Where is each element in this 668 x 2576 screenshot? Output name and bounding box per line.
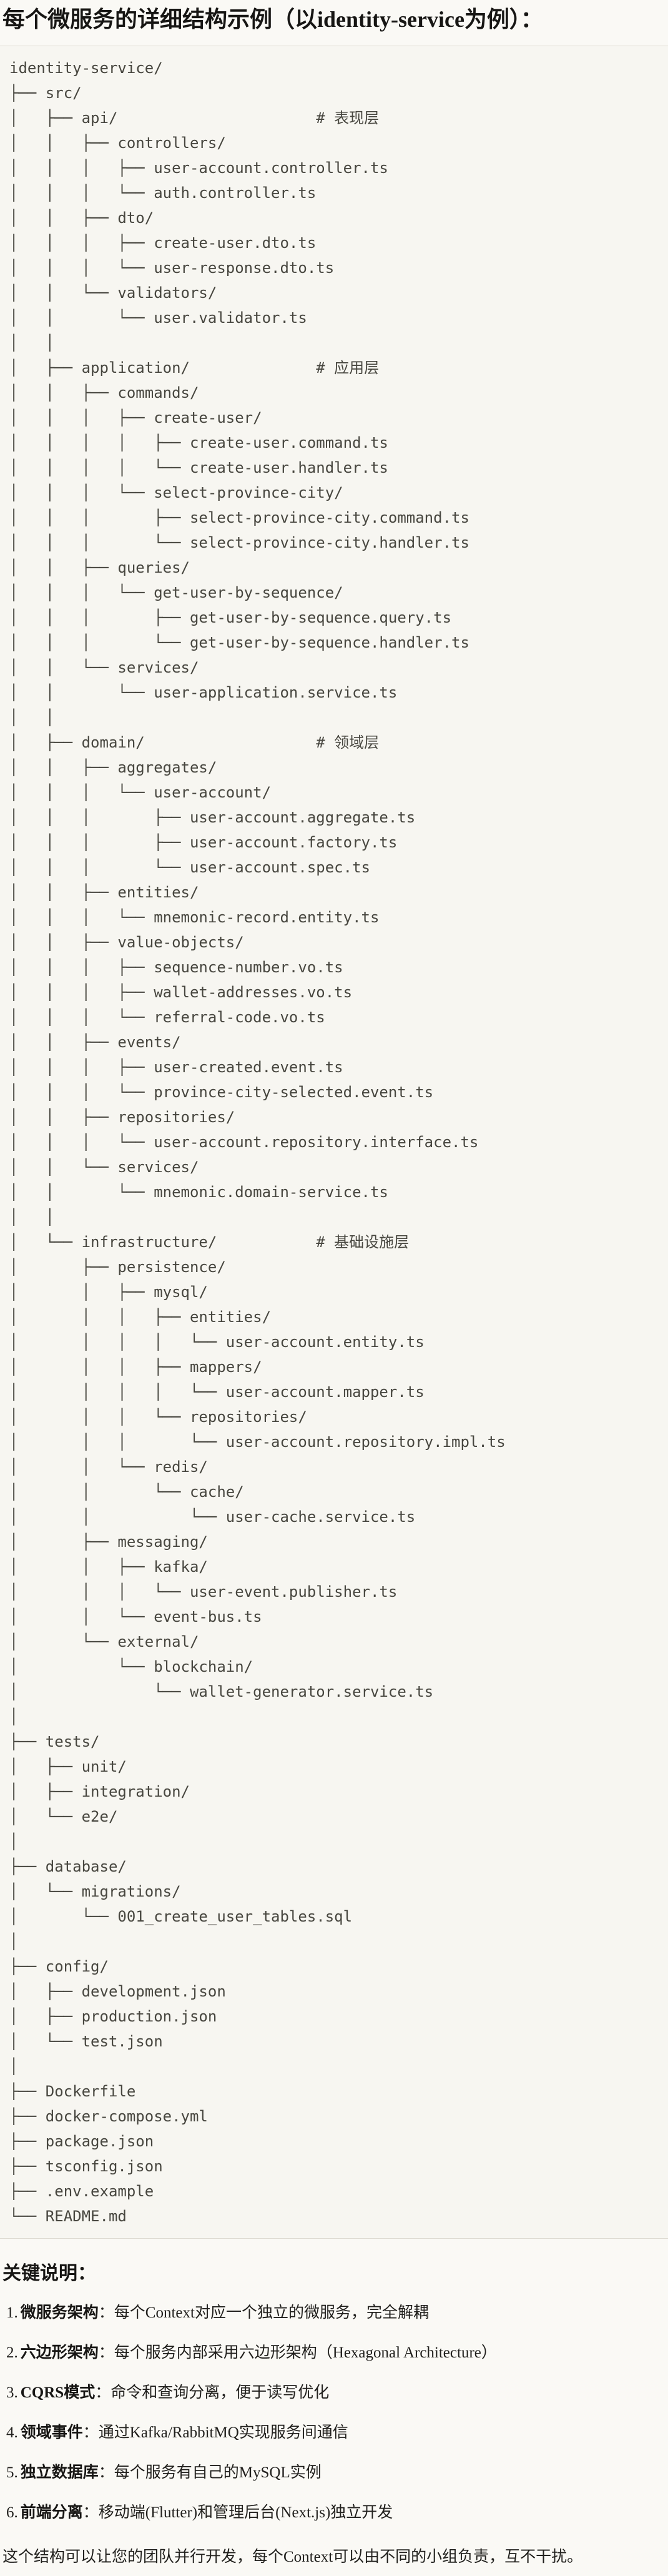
note-number: 5. (6, 2464, 18, 2481)
note-separator: ： (95, 2384, 111, 2401)
note-item-4: 4.领域事件：通过Kafka/RabbitMQ实现服务间通信 (6, 2421, 663, 2444)
note-description: 命令和查询分离，便于读写优化 (111, 2384, 330, 2401)
note-separator: ： (82, 2504, 99, 2521)
directory-tree-code-block: identity-service/ ├── src/ │ ├── api/ # … (0, 45, 668, 2239)
note-description: 每个服务内部采用六边形架构（Hexagonal Architecture） (114, 2344, 497, 2361)
note-description: 通过Kafka/RabbitMQ实现服务间通信 (98, 2424, 348, 2441)
note-separator: ： (98, 2304, 114, 2321)
note-description: 每个服务有自己的MySQL实例 (114, 2464, 322, 2481)
note-term: 领域事件 (20, 2424, 83, 2441)
key-notes-section: 关键说明： 1.微服务架构：每个Context对应一个独立的微服务，完全解耦 2… (0, 2258, 668, 2569)
note-term: 独立数据库 (20, 2464, 99, 2481)
note-term: 前端分离 (20, 2504, 83, 2521)
directory-tree-text: identity-service/ ├── src/ │ ├── api/ # … (9, 59, 506, 2225)
note-term: 微服务架构 (20, 2304, 99, 2321)
page-title: 每个微服务的详细结构示例（以identity-service为例）： (2, 7, 543, 32)
note-number: 4. (6, 2424, 18, 2441)
note-description: 移动端(Flutter)和管理后台(Next.js)独立开发 (98, 2504, 393, 2521)
closing-paragraph: 这个结构可以让您的团队并行开发，每个Context可以由不同的小组负责，互不干扰… (2, 2548, 583, 2565)
note-item-3: 3.CQRS模式：命令和查询分离，便于读写优化 (6, 2381, 663, 2404)
note-term: CQRS模式 (20, 2384, 96, 2401)
note-number: 6. (6, 2504, 18, 2521)
note-item-6: 6.前端分离：移动端(Flutter)和管理后台(Next.js)独立开发 (6, 2501, 663, 2524)
note-item-1: 1.微服务架构：每个Context对应一个独立的微服务，完全解耦 (6, 2301, 663, 2324)
note-number: 2. (6, 2344, 18, 2361)
note-separator: ： (82, 2424, 99, 2441)
note-term: 六边形架构 (20, 2344, 99, 2361)
note-number: 3. (6, 2384, 18, 2401)
note-separator: ： (98, 2464, 114, 2481)
note-separator: ： (98, 2344, 114, 2361)
note-item-5: 5.独立数据库：每个服务有自己的MySQL实例 (6, 2461, 663, 2484)
notes-heading: 关键说明： (2, 2263, 96, 2284)
note-number: 1. (6, 2304, 18, 2321)
note-description: 每个Context对应一个独立的微服务，完全解耦 (114, 2304, 429, 2321)
note-item-2: 2.六边形架构：每个服务内部采用六边形架构（Hexagonal Architec… (6, 2341, 663, 2364)
